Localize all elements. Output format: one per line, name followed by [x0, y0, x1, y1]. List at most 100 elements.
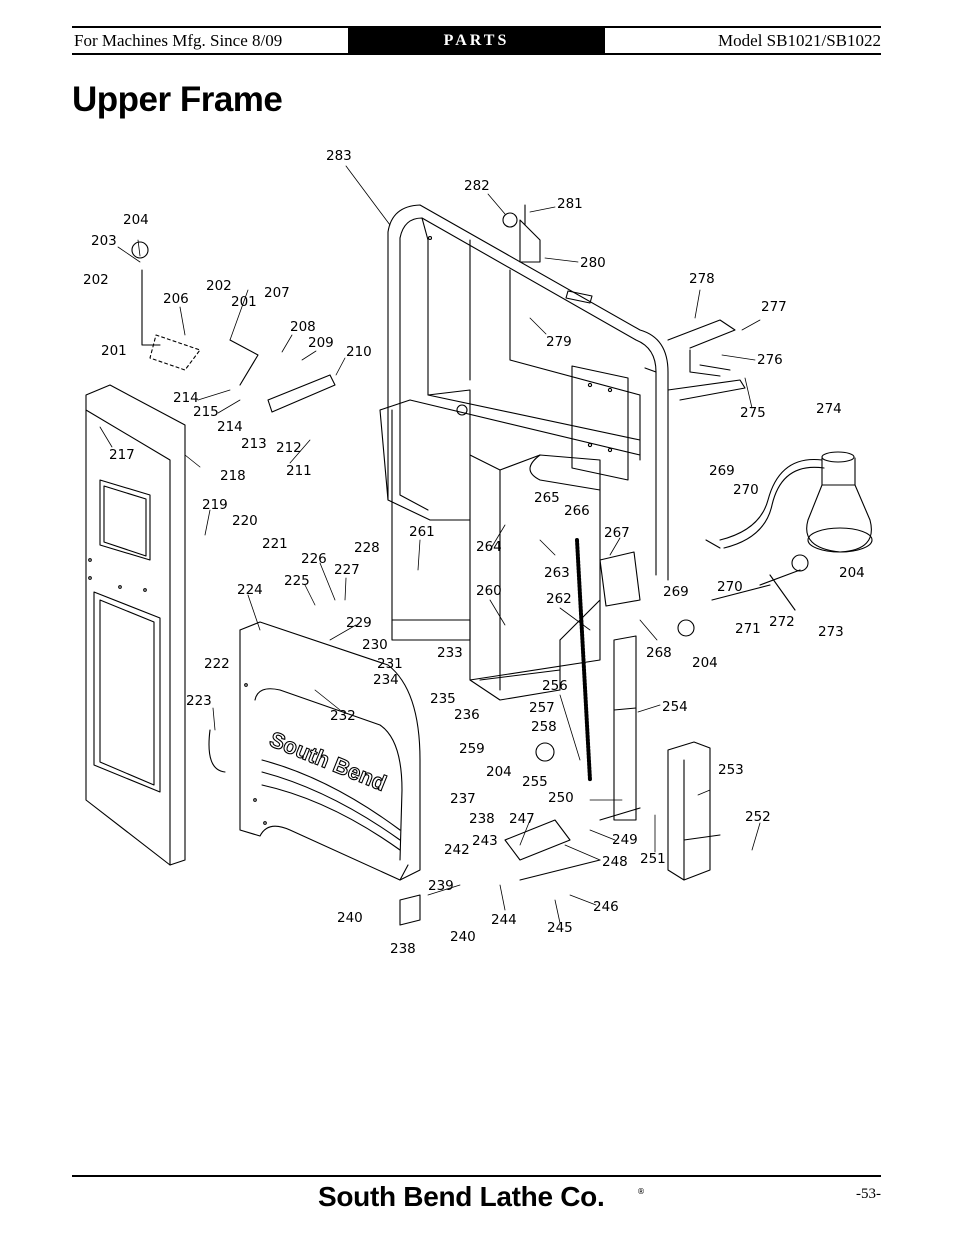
- callout-244: 244: [491, 912, 517, 928]
- front-door-panel: [239, 621, 421, 881]
- callout-256: 256: [542, 678, 568, 694]
- callout-203: 203: [91, 233, 117, 249]
- callout-213: 213: [241, 436, 267, 452]
- callout-201-left: 201: [101, 343, 127, 359]
- callout-227: 227: [334, 562, 360, 578]
- callout-222: 222: [204, 656, 230, 672]
- callout-202-right: 202: [206, 278, 232, 294]
- header-machines-note: For Machines Mfg. Since 8/09: [74, 31, 283, 50]
- callout-255: 255: [522, 774, 548, 790]
- callout-204-right: 204: [692, 655, 718, 671]
- callout-275: 275: [740, 405, 766, 421]
- callout-277: 277: [761, 299, 787, 315]
- header-top-rule: [72, 26, 881, 28]
- callout-232: 232: [330, 708, 356, 724]
- callout-204-top: 204: [123, 212, 149, 228]
- callout-243: 243: [472, 833, 498, 849]
- callout-201-right: 201: [231, 294, 257, 310]
- callout-220: 220: [232, 513, 258, 529]
- work-lamp: [705, 451, 873, 553]
- callout-253: 253: [718, 762, 744, 778]
- callout-270-lower: 270: [717, 579, 743, 595]
- callout-224: 224: [237, 582, 263, 598]
- callout-236: 236: [454, 707, 480, 723]
- callout-214-upper: 214: [173, 390, 199, 406]
- left-side-panel: [85, 384, 186, 866]
- callout-269-upper: 269: [709, 463, 735, 479]
- column-tubes: [599, 551, 721, 881]
- callout-257: 257: [529, 700, 555, 716]
- callout-268: 268: [646, 645, 672, 661]
- diagram-linework: [85, 165, 873, 926]
- page-number: -53-: [856, 1186, 881, 1202]
- callout-250: 250: [548, 790, 574, 806]
- callout-225: 225: [284, 573, 310, 589]
- footer-rule: [72, 1175, 881, 1177]
- callout-212: 212: [276, 440, 302, 456]
- callout-279: 279: [546, 334, 572, 350]
- callout-leaders: [99, 165, 761, 924]
- header-model-number: Model SB1021/SB1022: [718, 31, 881, 50]
- callout-258: 258: [531, 719, 557, 735]
- upper-frame-body: [379, 204, 746, 701]
- callout-267: 267: [604, 525, 630, 541]
- callout-237: 237: [450, 791, 476, 807]
- callout-282: 282: [464, 178, 490, 194]
- callout-240-right: 240: [450, 929, 476, 945]
- callout-229: 229: [346, 615, 372, 631]
- callout-264: 264: [476, 539, 502, 555]
- header-section-label: PARTS: [348, 28, 605, 53]
- callout-209: 209: [308, 335, 334, 351]
- callout-254: 254: [662, 699, 688, 715]
- callout-202-left: 202: [83, 272, 109, 288]
- callout-280: 280: [580, 255, 606, 271]
- callout-260: 260: [476, 583, 502, 599]
- callout-274: 274: [816, 401, 842, 417]
- callout-230: 230: [362, 637, 388, 653]
- callout-283: 283: [326, 148, 352, 164]
- callout-270-upper: 270: [733, 482, 759, 498]
- callout-263: 263: [544, 565, 570, 581]
- callout-228: 228: [354, 540, 380, 556]
- callout-252: 252: [745, 809, 771, 825]
- callout-239: 239: [428, 878, 454, 894]
- callout-215: 215: [193, 404, 219, 420]
- callout-247: 247: [509, 811, 535, 827]
- callout-207: 207: [264, 285, 290, 301]
- callout-248: 248: [602, 854, 628, 870]
- callout-211: 211: [286, 463, 312, 479]
- callout-217: 217: [109, 447, 135, 463]
- callout-262: 262: [546, 591, 572, 607]
- callout-273: 273: [818, 624, 844, 640]
- callout-233: 233: [437, 645, 463, 661]
- callout-208: 208: [290, 319, 316, 335]
- callout-238-lower: 238: [390, 941, 416, 957]
- callout-240-left: 240: [337, 910, 363, 926]
- callout-249: 249: [612, 832, 638, 848]
- callout-206: 206: [163, 291, 189, 307]
- callout-269-lower: 269: [663, 584, 689, 600]
- coil-spring: [575, 538, 592, 782]
- callout-223: 223: [186, 693, 212, 709]
- footer-brand-logo: South Bend Lathe Co.: [318, 1181, 605, 1212]
- callout-238-upper: 238: [469, 811, 495, 827]
- header-bottom-rule: [72, 53, 881, 55]
- page-title: Upper Frame: [72, 80, 283, 119]
- callout-234: 234: [373, 672, 399, 688]
- callout-242: 242: [444, 842, 470, 858]
- callout-235: 235: [430, 691, 456, 707]
- callout-218: 218: [220, 468, 246, 484]
- callout-numbers: 283 282 281 280 279 278 277 276 275 274 …: [83, 148, 865, 957]
- hardware: [131, 204, 809, 926]
- callout-271: 271: [735, 621, 761, 637]
- callout-245: 245: [547, 920, 573, 936]
- callout-204-lower: 204: [486, 764, 512, 780]
- callout-272: 272: [769, 614, 795, 630]
- callout-276: 276: [757, 352, 783, 368]
- callout-261: 261: [409, 524, 435, 540]
- footer-registered-mark: ®: [637, 1187, 645, 1196]
- callout-231: 231: [377, 656, 403, 672]
- callout-281: 281: [557, 196, 583, 212]
- callout-246: 246: [593, 899, 619, 915]
